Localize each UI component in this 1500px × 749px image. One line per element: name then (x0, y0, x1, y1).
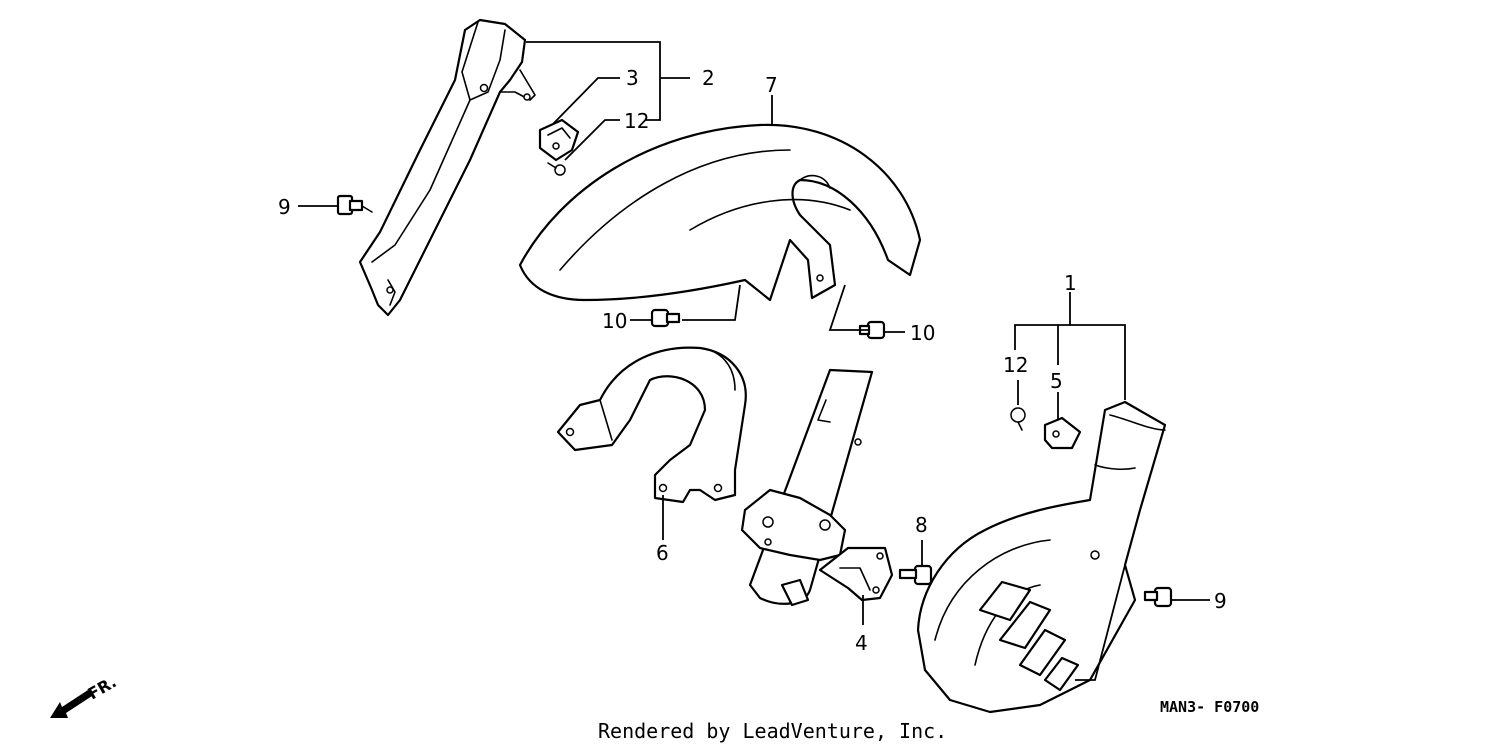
front-label: FR. (85, 672, 120, 703)
diagram-code: MAN3- F0700 (1160, 698, 1259, 716)
left-fork-cover (358, 18, 536, 317)
callout-7: 7 (765, 73, 778, 97)
clip-part-5 (1043, 416, 1082, 450)
bolt-10-left (650, 308, 681, 328)
callout-12-upper: 12 (624, 109, 649, 133)
clip-part-3 (538, 118, 580, 162)
clamp-part-4 (818, 546, 894, 602)
bolt-9-left (336, 194, 373, 216)
bolt-8 (898, 564, 933, 586)
screw-12-right (1010, 407, 1026, 431)
callout-12-right: 12 (1003, 353, 1028, 377)
bolt-9-right (1143, 586, 1173, 608)
front-direction-indicator: FR. (50, 672, 120, 718)
callout-10-left: 10 (602, 309, 627, 333)
callout-9-left: 9 (278, 195, 291, 219)
callout-1: 1 (1064, 271, 1077, 295)
callout-2: 2 (702, 66, 715, 90)
front-fender (518, 123, 922, 302)
callout-8: 8 (915, 513, 928, 537)
fender-bracket (556, 346, 747, 504)
callout-6: 6 (656, 541, 669, 565)
right-fork-cover (916, 400, 1167, 714)
callout-5: 5 (1050, 369, 1063, 393)
callout-4: 4 (855, 631, 868, 655)
footer-credit: Rendered by LeadVenture, Inc. (598, 719, 947, 743)
leader-lines (298, 41, 1210, 681)
front-arrow-icon (50, 690, 92, 718)
screw-12-upper (547, 162, 566, 176)
callout-9-right: 9 (1214, 589, 1227, 613)
fork-leg (740, 368, 874, 607)
callout-10-right: 10 (910, 321, 935, 345)
callout-3: 3 (626, 66, 639, 90)
